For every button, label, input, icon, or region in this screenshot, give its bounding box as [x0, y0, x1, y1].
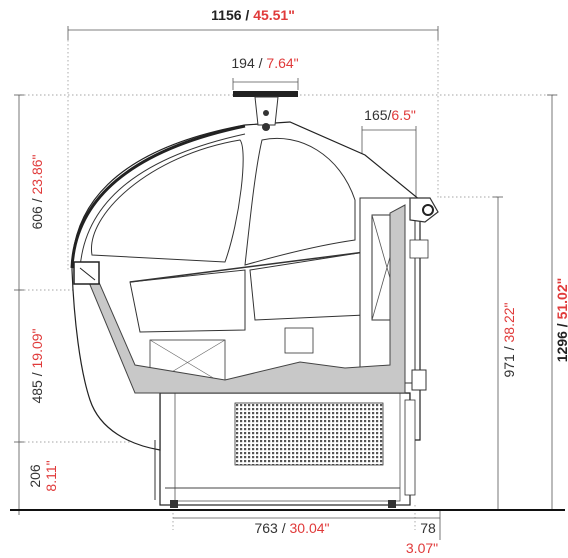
rear-glass-panel	[244, 138, 356, 266]
top-mirror-label: 194 / 7.64"	[231, 55, 298, 71]
rear-offset-mm-label: 78	[420, 520, 436, 536]
rear-height-label: 971 / 38.22"	[501, 302, 517, 377]
display-case-body	[70, 91, 439, 508]
middle-height-label: 485 / 19.09"	[29, 328, 45, 403]
total-height-label: 1296 / 51.02"	[554, 278, 568, 363]
upper-height-label: 606 / 23.86"	[29, 154, 45, 229]
shelf-profile	[87, 204, 406, 394]
base-height-inch-label: 8.11"	[43, 460, 59, 491]
total-width-label: 1156 / 45.51"	[211, 7, 295, 23]
rear-unit-label: 165/6.5"	[364, 107, 416, 123]
base-width-label: 763 / 30.04"	[254, 520, 329, 536]
base-height-mm-label: 206	[27, 464, 43, 488]
front-glass-panel	[91, 139, 244, 263]
condenser-grille	[234, 402, 384, 466]
rear-offset-inch-label: 3.07"	[406, 540, 438, 556]
